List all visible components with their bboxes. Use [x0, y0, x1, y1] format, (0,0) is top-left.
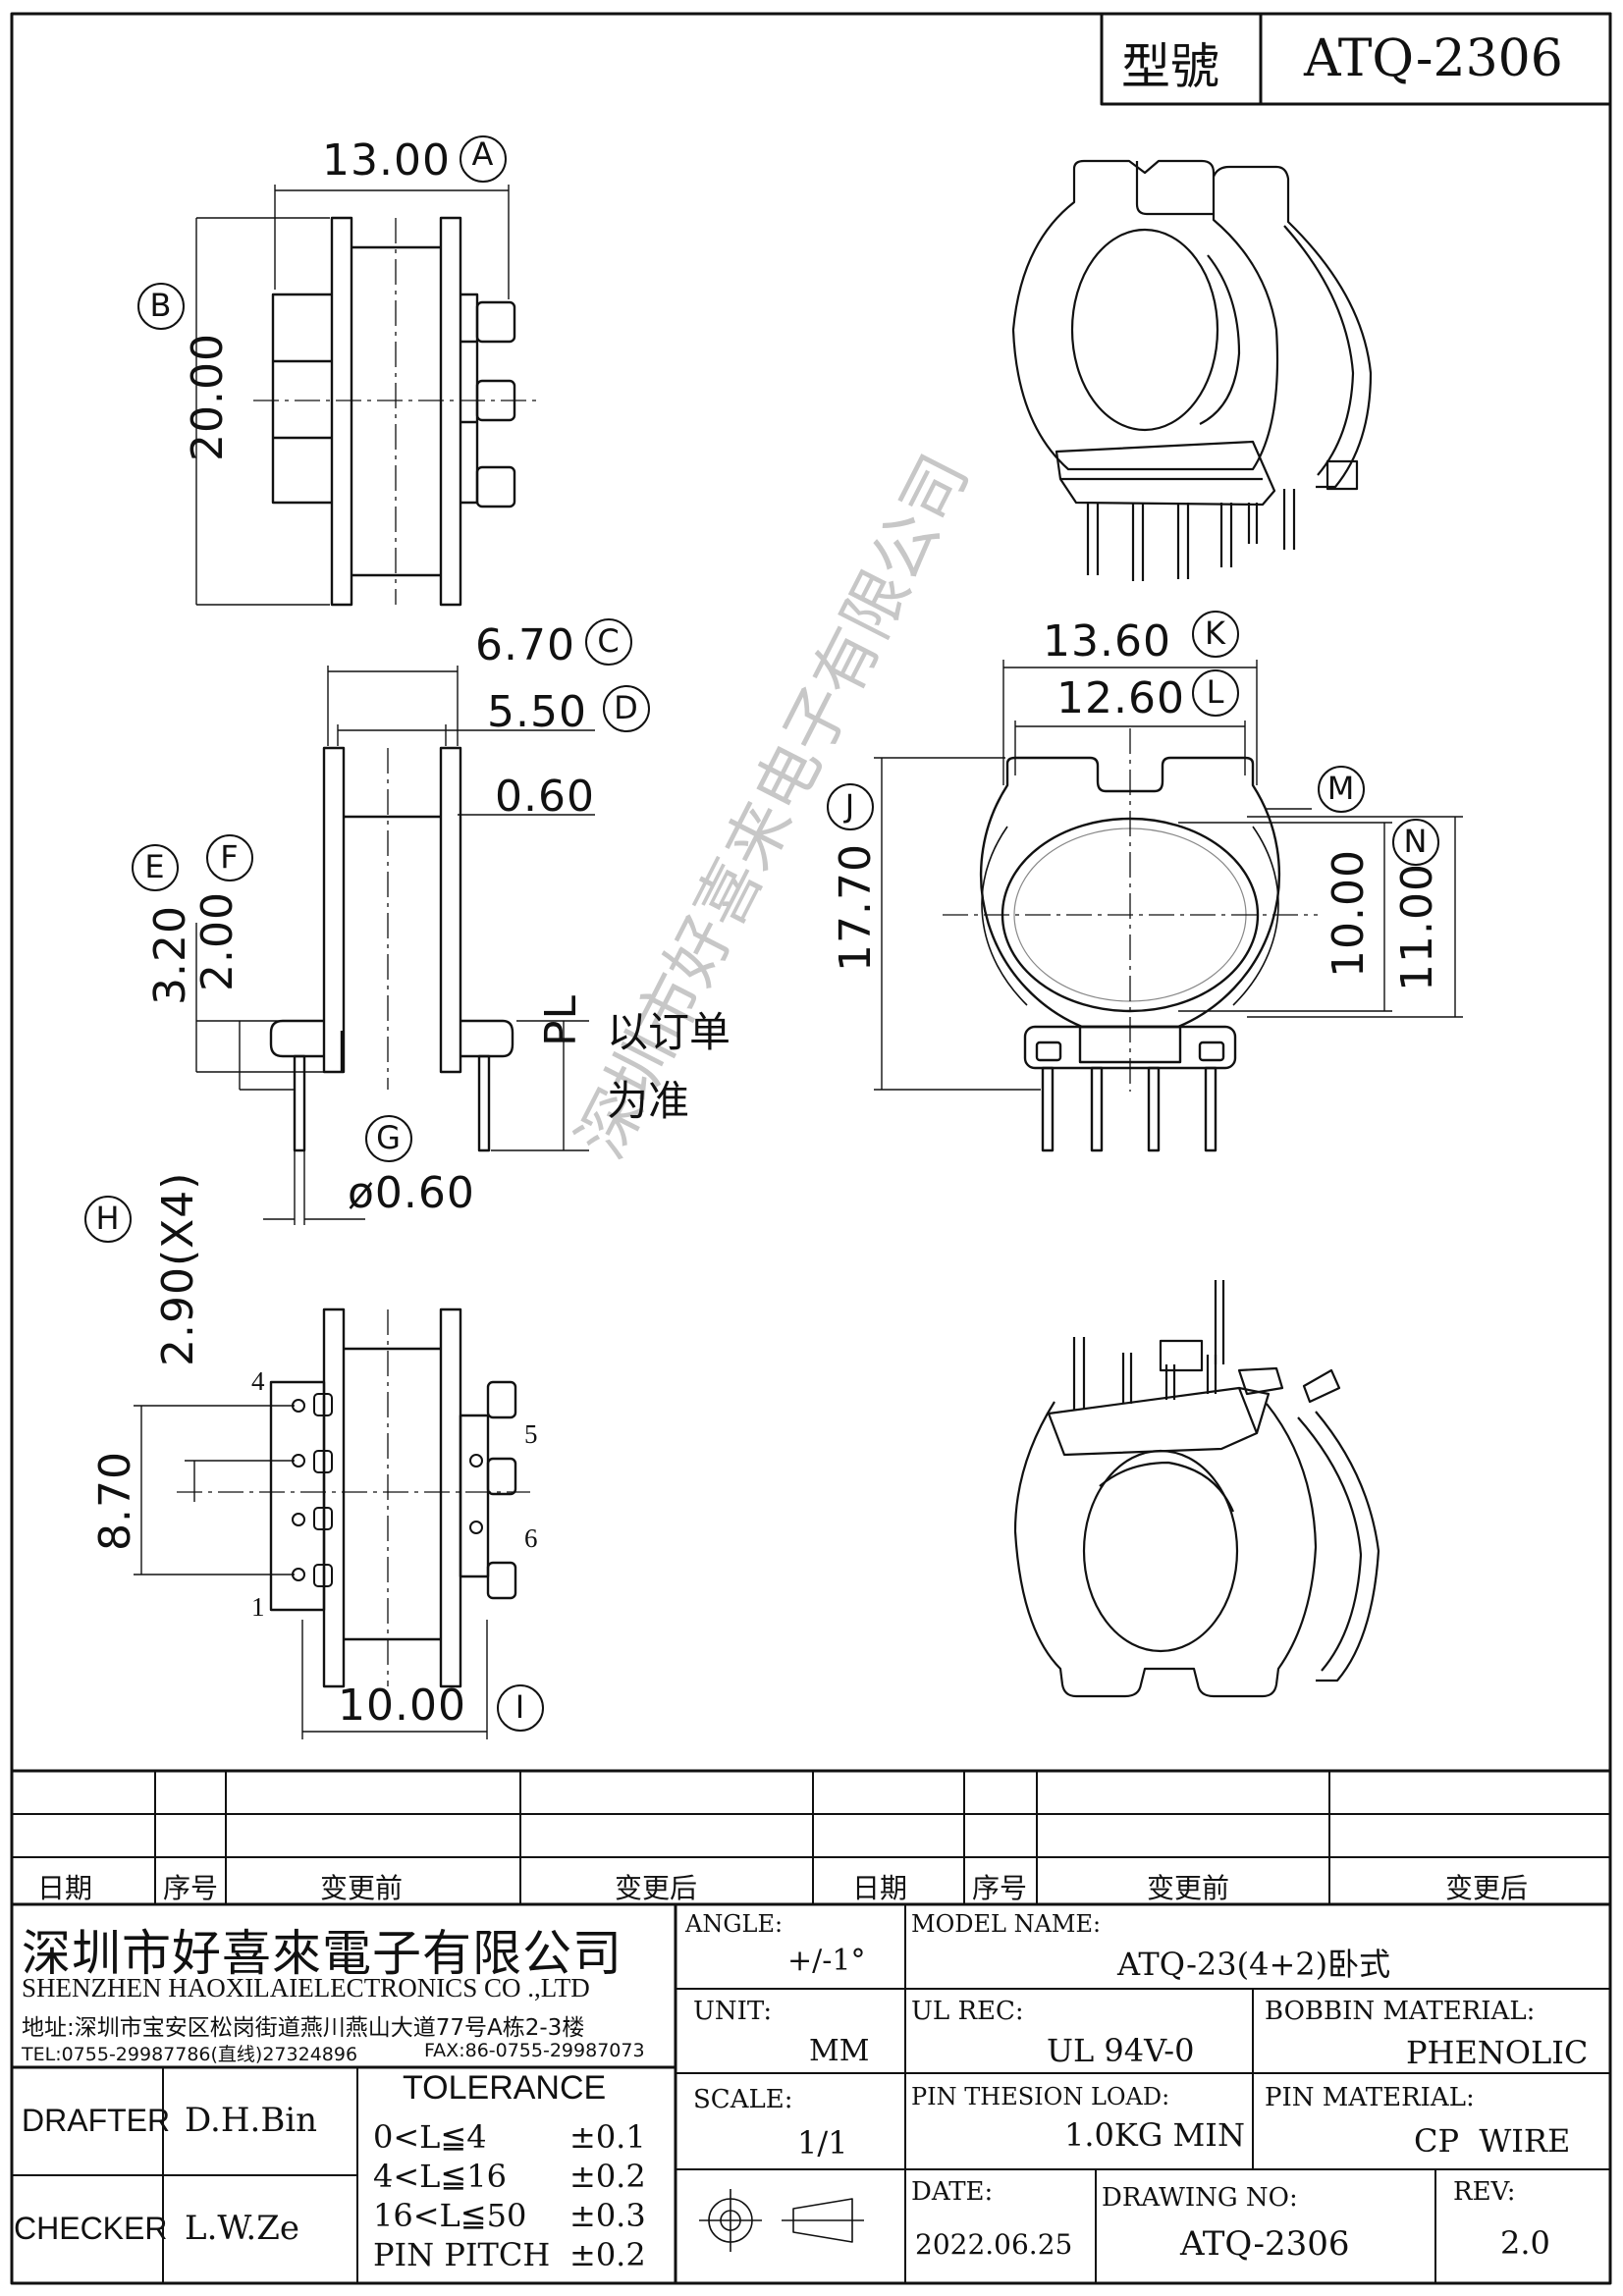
window-height-outer: 11.00: [1392, 863, 1442, 991]
tolerance-value: ±0.3: [569, 2197, 646, 2234]
model-value: ATQ-2306: [1304, 29, 1563, 88]
dim-m-tag: M: [1326, 770, 1356, 807]
rev-value: 2.0: [1500, 2224, 1550, 2262]
pin-diameter: ø0.60: [348, 1168, 475, 1218]
company-tel: TEL:0755-29987786(直线)27324896: [22, 2044, 358, 2065]
company-address: 地址:深圳市宝安区松岗街道燕川燕山大道77号A栋2-3楼: [22, 2015, 585, 2041]
tolerance-range: 0<L≦4: [373, 2118, 487, 2156]
company-name-en: SHENZHEN HAOXILAIELECTRONICS CO .,LTD: [22, 1973, 590, 2002]
dim-c-value: 6.70: [475, 620, 575, 670]
rev-label: REV:: [1453, 2177, 1516, 2207]
pin-load-value: 1.0KG MIN: [1064, 2116, 1245, 2154]
drawing-no-value: ATQ-2306: [1180, 2224, 1350, 2264]
scale-label: SCALE:: [693, 2085, 793, 2114]
dim-b-value: 20.00: [183, 333, 233, 461]
checker-label: CHECKER: [14, 2211, 168, 2246]
dim-i-tag: I: [514, 1688, 526, 1726]
tolerance-value: ±0.2: [569, 2158, 646, 2195]
dim-d-value: 5.50: [487, 687, 587, 737]
dim-i-value: 10.00: [338, 1681, 466, 1731]
pin-4-label: 4: [251, 1366, 265, 1396]
dim-a-tag: A: [471, 135, 495, 173]
dim-g-tag: G: [376, 1119, 402, 1156]
rev-col-no-2: 序号: [972, 1872, 1028, 1904]
model-label: 型號: [1121, 38, 1219, 95]
dim-j-tag: J: [844, 787, 856, 825]
tolerance-range: 4<L≦16: [373, 2158, 507, 2195]
dim-h-tag: H: [95, 1200, 121, 1237]
dim-f-tag: F: [220, 838, 240, 876]
dim-c-tag: C: [597, 622, 621, 660]
pl-label: PL: [536, 993, 586, 1046]
dim-h-value: 2.90(X4): [153, 1171, 203, 1366]
ul-value: UL 94V-0: [1047, 2032, 1195, 2069]
dim-l-tag: L: [1206, 673, 1225, 711]
dim-a-value: 13.00: [322, 135, 451, 186]
dim-l-value: 12.60: [1056, 673, 1185, 723]
pin-5-label: 5: [524, 1419, 538, 1449]
drafter-name: D.H.Bin: [185, 2101, 318, 2140]
pin-1-label: 1: [251, 1592, 265, 1622]
rev-col-no-1: 序号: [163, 1872, 219, 1904]
dim-e-value: 3.20: [145, 905, 195, 1005]
bobbin-material-label: BOBBIN MATERIAL:: [1265, 1997, 1536, 2026]
tolerance-range: PIN PITCH: [373, 2236, 551, 2273]
dim-j-value: 17.70: [831, 843, 881, 972]
dim-b-tag: B: [149, 287, 173, 324]
bottom-view: [269, 1308, 517, 1688]
rev-col-after-2: 变更后: [1445, 1872, 1529, 1904]
ul-label: UL REC:: [911, 1997, 1024, 2026]
tolerance-title: TOLERANCE: [403, 2069, 607, 2107]
side-view-top: [271, 216, 516, 607]
dim-d-tag: D: [614, 689, 639, 726]
tolerance-value: ±0.2: [569, 2236, 646, 2273]
rev-col-before-2: 变更前: [1147, 1872, 1230, 1904]
dim-n-tag: N: [1403, 823, 1429, 860]
pin-load-label: PIN THESION LOAD:: [911, 2083, 1170, 2110]
pin-6-label: 6: [524, 1523, 538, 1553]
flange-thickness: 0.60: [495, 772, 595, 822]
dim-f-value: 2.00: [192, 891, 243, 991]
checker-name: L.W.Ze: [185, 2209, 299, 2248]
bobbin-material-value: PHENOLIC: [1406, 2034, 1589, 2071]
company-fax: FAX:86-0755-29987073: [424, 2040, 645, 2061]
company-name-cn: 深圳市好喜來電子有限公司: [22, 1925, 622, 1982]
rev-col-date-1: 日期: [37, 1872, 93, 1904]
iso-view-bottom: [1013, 1280, 1380, 1698]
date-value: 2022.06.25: [915, 2228, 1073, 2261]
pin-row-span: 8.70: [90, 1451, 140, 1551]
dim-e-tag: E: [144, 848, 166, 885]
drafter-label: DRAFTER: [22, 2103, 171, 2138]
iso-view-top: [1011, 159, 1373, 581]
unit-value: MM: [809, 2034, 870, 2068]
angle-value: +/-1°: [787, 1944, 866, 1978]
unit-label: UNIT:: [693, 1997, 773, 2026]
rev-col-before-1: 变更前: [320, 1872, 404, 1904]
tolerance-value: ±0.1: [569, 2118, 646, 2156]
rev-col-after-1: 变更后: [615, 1872, 698, 1904]
drawing-no-label: DRAWING NO:: [1102, 2183, 1298, 2213]
angle-label: ANGLE:: [685, 1910, 784, 1938]
model-name-label: MODEL NAME:: [911, 1910, 1102, 1938]
scale-value: 1/1: [797, 2124, 848, 2162]
window-height: 10.00: [1324, 849, 1374, 978]
model-name-value: ATQ-23(4+2)卧式: [1117, 1946, 1391, 1983]
side-view-mid: [269, 746, 514, 1152]
pl-note-line2: 为准: [607, 1077, 690, 1125]
tolerance-range: 16<L≦50: [373, 2197, 527, 2234]
pin-material-label: PIN MATERIAL:: [1265, 2083, 1475, 2112]
pl-note-line1: 以订单: [607, 1008, 731, 1056]
projection-symbol: [699, 2189, 864, 2252]
date-label: DATE:: [911, 2177, 994, 2207]
dim-k-value: 13.60: [1043, 616, 1171, 667]
dim-k-tag: K: [1205, 614, 1226, 652]
pin-material-value: CP WIRE: [1414, 2122, 1571, 2160]
rev-col-date-2: 日期: [852, 1872, 908, 1904]
